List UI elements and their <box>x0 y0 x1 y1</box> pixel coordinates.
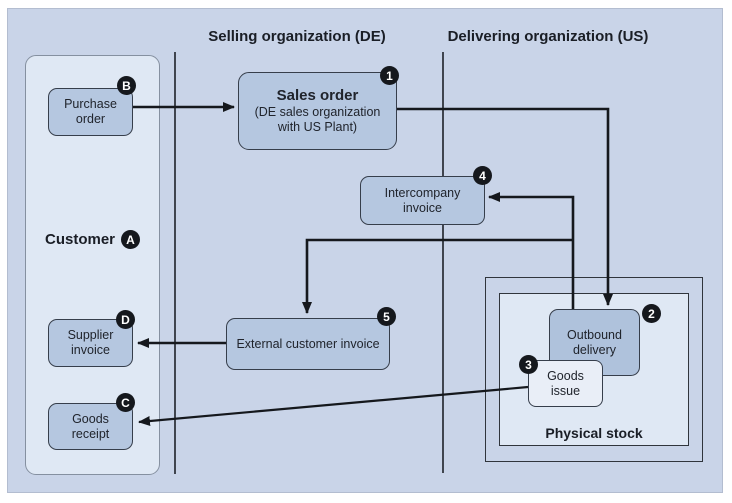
supplier-invoice-label: Supplier invoice <box>67 328 114 357</box>
node-purchase-order: Purchase order B <box>48 76 136 136</box>
badge-5: 5 <box>377 307 396 326</box>
physical-stock-label: Physical stock <box>545 425 643 441</box>
badge-b: B <box>117 76 136 95</box>
node-supplier-invoice: Supplier invoice D <box>48 310 135 367</box>
header-delivering-organization: Delivering organization (US) <box>447 28 649 45</box>
badge-1: 1 <box>380 66 399 85</box>
sales-order-title: Sales order <box>276 87 359 104</box>
customer-label-row: Customer A <box>25 230 160 249</box>
badge-c: C <box>116 393 135 412</box>
badge-3: 3 <box>519 355 538 374</box>
node-sales-order: Sales order (DE sales organization with … <box>238 66 399 150</box>
badge-2: 2 <box>642 304 661 323</box>
node-external-customer-invoice: External customer invoice 5 <box>226 307 396 370</box>
node-goods-issue: Goods issue 3 <box>519 355 603 407</box>
badge-d: D <box>116 310 135 329</box>
purchase-order-label: Purchase order <box>64 97 117 126</box>
node-goods-receipt: Goods receipt C <box>48 393 135 450</box>
intercompany-invoice-label: Intercompany invoice <box>384 185 461 215</box>
goods-receipt-label: Goods receipt <box>71 411 110 441</box>
badge-a: A <box>121 230 140 249</box>
node-intercompany-invoice: Intercompany invoice 4 <box>360 166 492 225</box>
external-customer-invoice-label: External customer invoice <box>236 336 380 351</box>
sales-order-subtitle: (DE sales organization with US Plant) <box>254 105 381 134</box>
header-selling-organization: Selling organization (DE) <box>208 28 386 45</box>
goods-issue-label: Goods issue <box>547 368 584 398</box>
customer-label: Customer <box>44 231 115 248</box>
outbound-delivery-label: Outbound delivery <box>567 327 622 357</box>
badge-4: 4 <box>473 166 492 185</box>
